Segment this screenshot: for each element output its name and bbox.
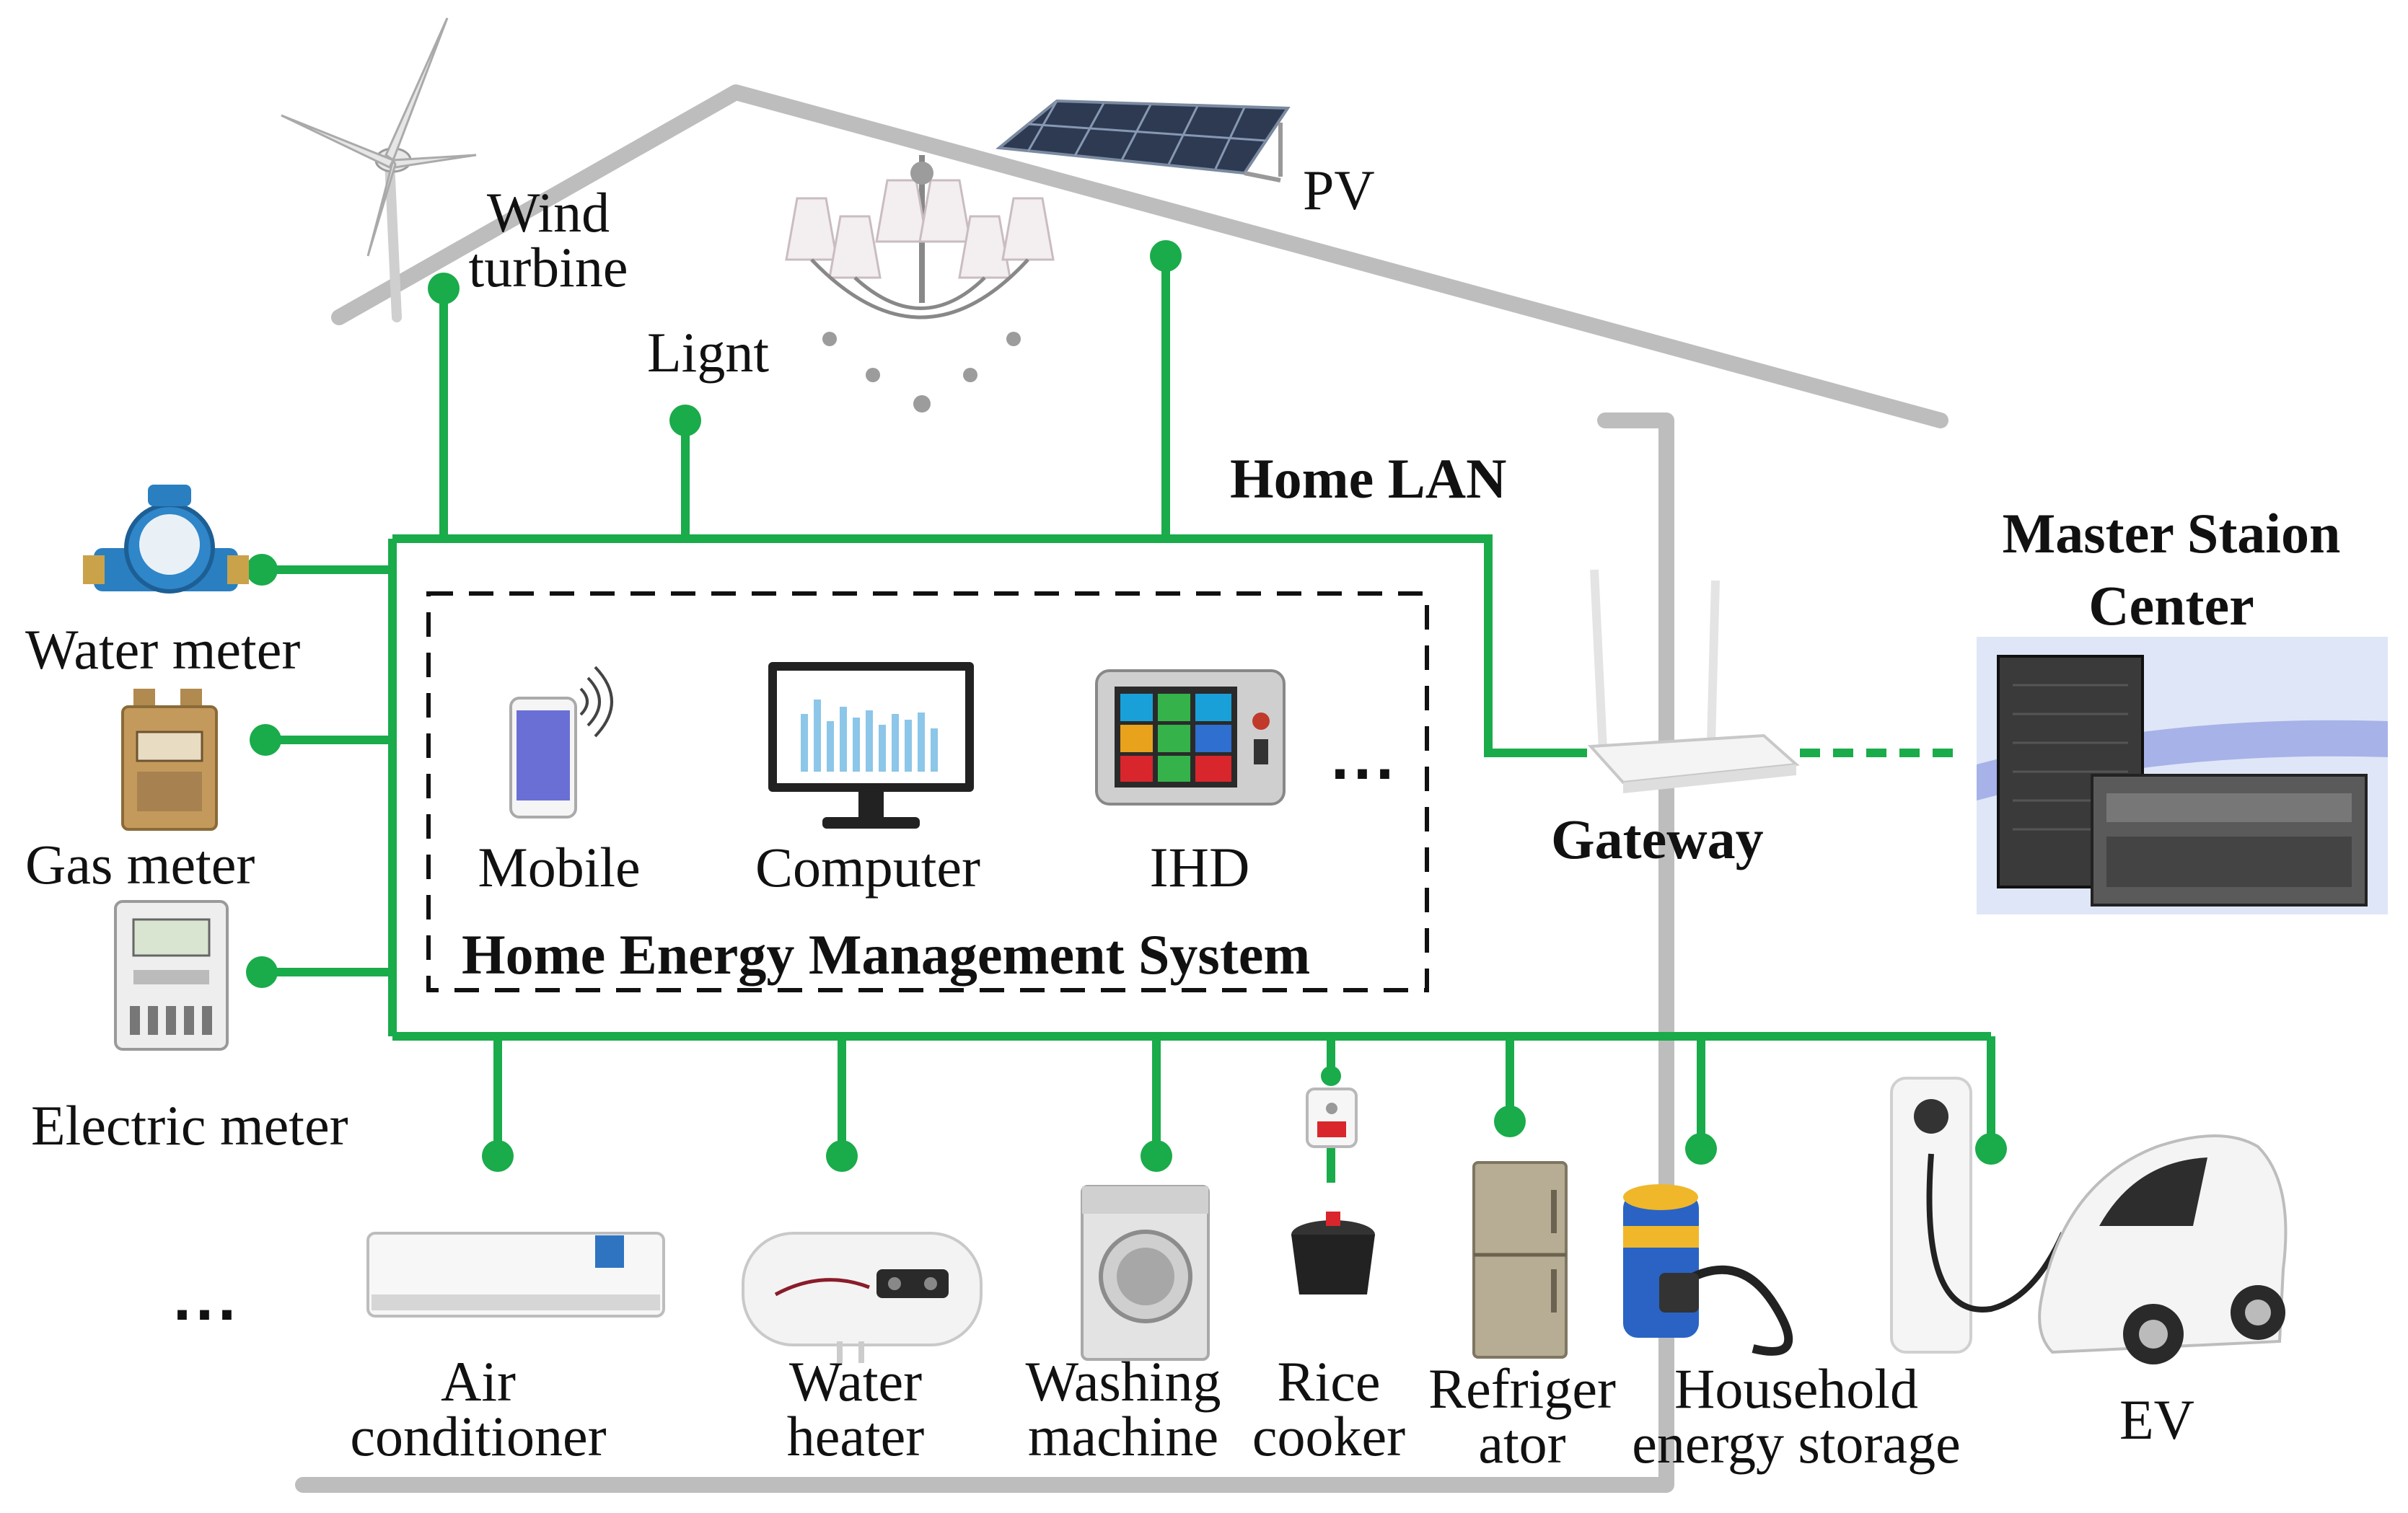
gas-meter-label: Gas meter — [25, 833, 255, 896]
refrigerator-label: Refriger ator — [1428, 1357, 1616, 1475]
water-heater-icon — [742, 1232, 983, 1363]
hems-box — [426, 591, 1429, 992]
electric-meter-icon — [114, 900, 229, 1051]
battery-icon — [1623, 1184, 1793, 1356]
pv-label: PV — [1303, 159, 1375, 221]
rice-cooker-label: Rice cooker — [1252, 1350, 1406, 1468]
solar-panel-icon — [995, 99, 1291, 182]
smart-plug-icon — [1306, 1088, 1358, 1148]
master-station-label: Master Staion Center — [2002, 502, 2341, 637]
washing-machine-icon — [1081, 1185, 1210, 1361]
electric-car-icon — [2038, 1134, 2288, 1364]
computer-monitor-icon — [768, 662, 974, 829]
water-heater-label: Water heater — [786, 1350, 925, 1468]
more-devices-ellipsis: ... — [1331, 721, 1399, 793]
router-icon — [1587, 569, 1800, 793]
air-conditioner-icon — [366, 1232, 665, 1318]
wind-turbine-icon — [281, 17, 477, 322]
server-icon — [1977, 637, 2388, 914]
computer-label: Computer — [755, 836, 980, 899]
mobile-label: Mobile — [478, 836, 641, 899]
ihd-label: IHD — [1149, 836, 1250, 899]
house-outline — [295, 84, 1948, 1493]
light-label: Lignt — [647, 321, 769, 384]
rice-cooker-icon — [1291, 1212, 1375, 1294]
more-appliances-ellipsis: ... — [173, 1262, 241, 1334]
gas-meter-icon — [121, 689, 218, 831]
refrigerator-icon — [1472, 1161, 1568, 1359]
home-lan-bus — [263, 256, 1995, 1183]
ev-charger-icon — [1890, 1077, 2066, 1354]
water-meter-icon — [83, 485, 249, 594]
wind-turbine-label: Wind turbine — [468, 181, 628, 299]
ihd-tablet-icon — [1095, 669, 1286, 806]
mobile-phone-icon — [509, 666, 613, 819]
connection-dots — [246, 240, 2007, 1172]
electric-meter-label: Electric meter — [31, 1094, 348, 1157]
chandelier-icon — [785, 155, 1055, 413]
air-conditioner-label: Air conditioner — [350, 1350, 607, 1468]
household-energy-storage-label: Household energy storage — [1632, 1357, 1961, 1475]
hems-title: Home Energy Management System — [462, 923, 1311, 986]
home-lan-title: Home LAN — [1230, 447, 1507, 510]
ev-label: EV — [2119, 1388, 2194, 1451]
gateway-label: Gateway — [1551, 808, 1764, 870]
water-meter-label: Water meter — [25, 618, 301, 681]
washing-machine-label: Washing machine — [1025, 1350, 1221, 1468]
